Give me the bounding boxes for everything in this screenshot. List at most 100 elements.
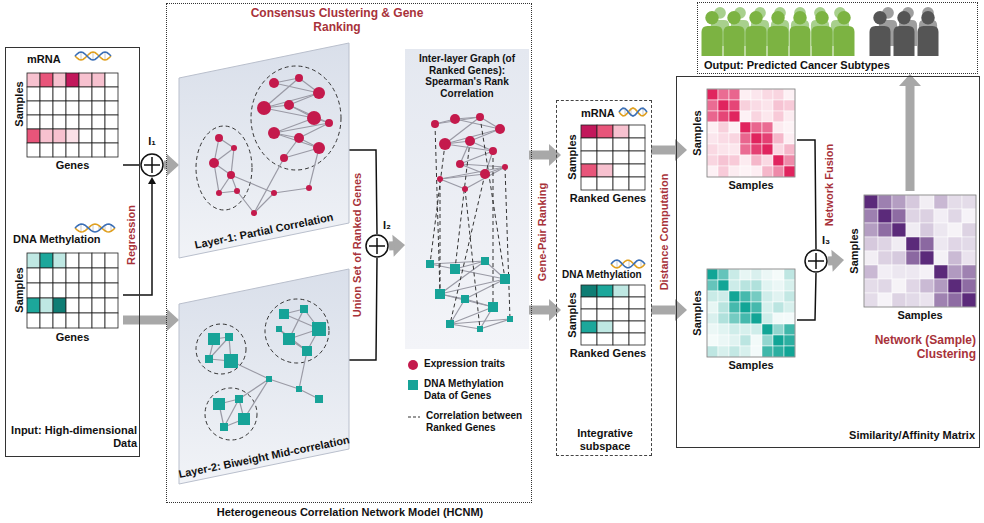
heatmap-cell [751, 111, 762, 122]
inter-layer-link [440, 179, 441, 294]
heatmap-cell [762, 155, 773, 166]
matrix-cell [105, 298, 118, 313]
connector-line [797, 140, 816, 249]
matrix-cell [613, 138, 629, 151]
matrix-cell [66, 101, 79, 115]
arrowhead [831, 250, 844, 272]
helix-rung [81, 52, 82, 60]
graph-link [299, 351, 307, 389]
heatmap-cell [762, 89, 773, 100]
heatmap-cell [740, 346, 751, 357]
arrowhead [392, 235, 405, 257]
matrix-cell [40, 115, 53, 129]
heatmap-cell [962, 279, 976, 293]
person-body [790, 26, 811, 56]
heatmap-frame [707, 269, 795, 357]
helix-strand [75, 224, 115, 232]
matrix-cell [613, 285, 629, 297]
matrix-cell [629, 333, 645, 345]
heatmap-cell [751, 100, 762, 111]
heatmap-cell [718, 133, 729, 144]
heatmap-cell [707, 144, 718, 155]
plus-sign [808, 253, 824, 269]
heatmap-cell [948, 293, 962, 307]
heatmap-cell [920, 279, 934, 293]
graph-link [480, 319, 510, 329]
data-matrix: mRNASamplesGenes [11, 51, 123, 176]
matrix-cell [597, 125, 613, 138]
heatmap-cell [906, 293, 920, 307]
heatmap-cell [762, 100, 773, 111]
heatmap-cell [934, 209, 948, 223]
connector-path [651, 306, 676, 315]
gene-node [300, 305, 308, 313]
gene-node [238, 413, 250, 425]
heatmap-cell [892, 195, 906, 209]
legend-text: Expression traits [424, 358, 524, 370]
gene-node [489, 147, 497, 155]
heatmap-cell [762, 111, 773, 122]
connector-path [123, 164, 140, 166]
heatmap-cell [707, 269, 718, 280]
connector-path [906, 85, 915, 191]
heatmap-cell [773, 269, 784, 280]
inter-layer-link [430, 144, 445, 264]
heatmap-cell [762, 324, 773, 335]
heatmap-cell [878, 251, 892, 265]
plus-sign [369, 238, 385, 254]
heatmap-cell [962, 293, 976, 307]
person-body [746, 26, 767, 56]
person-head [921, 11, 935, 25]
cluster-outline [196, 324, 246, 374]
heatmap: SamplesSamples [687, 87, 797, 199]
person-head [815, 11, 829, 25]
heatmap-cell [784, 111, 795, 122]
matrix-cell [105, 87, 118, 101]
legend-swatch [408, 360, 418, 370]
text-label: Genes [27, 159, 118, 172]
matrix-cell [581, 297, 597, 309]
gene-node [220, 423, 228, 431]
matrix-cell [581, 309, 597, 321]
heatmap-cell [718, 346, 729, 357]
matrix-cell [79, 268, 92, 283]
heatmap-cell [784, 280, 795, 291]
connector-path [123, 316, 168, 325]
heatmap-cell [740, 335, 751, 346]
matrix-cell [92, 298, 105, 313]
matrix-cell [53, 73, 66, 87]
heatmap-cell [878, 237, 892, 251]
heatmap-cell [707, 302, 718, 313]
annotation: Gene-Pair Ranking [536, 183, 549, 281]
heatmap-cell [762, 269, 773, 280]
heatmap-cell [784, 335, 795, 346]
graph-panel: Inter-layer Graph (of Ranked Genes): Spe… [405, 49, 529, 349]
legend-swatch [408, 380, 418, 390]
gene-node [325, 119, 333, 127]
layer-plane-outline [179, 43, 349, 258]
heatmap-frame [864, 195, 976, 307]
matrix-cell [613, 297, 629, 309]
heatmap-cell [751, 144, 762, 155]
heatmap-cell [934, 293, 948, 307]
heatmap-cell [729, 144, 740, 155]
matrix-cell [613, 164, 629, 177]
gene-node [461, 295, 469, 303]
gene-node [225, 333, 233, 341]
legend-item: Correlation between Ranked Genes [408, 410, 530, 433]
heatmap-cell [773, 335, 784, 346]
person-body [894, 26, 915, 56]
gene-node [284, 100, 294, 110]
sum-circle [805, 250, 827, 272]
heatmap-cell [773, 133, 784, 144]
heatmap-cell [878, 223, 892, 237]
helix-rung [617, 260, 618, 268]
matrix-cell [105, 313, 118, 328]
heatmap-cell [878, 209, 892, 223]
matrix-cell [92, 268, 105, 283]
matrix-cell [53, 253, 66, 268]
heatmap: SamplesSamples [687, 267, 797, 379]
matrix-cell [79, 143, 92, 157]
matrix-cell [629, 321, 645, 333]
heatmap-cell [718, 155, 729, 166]
